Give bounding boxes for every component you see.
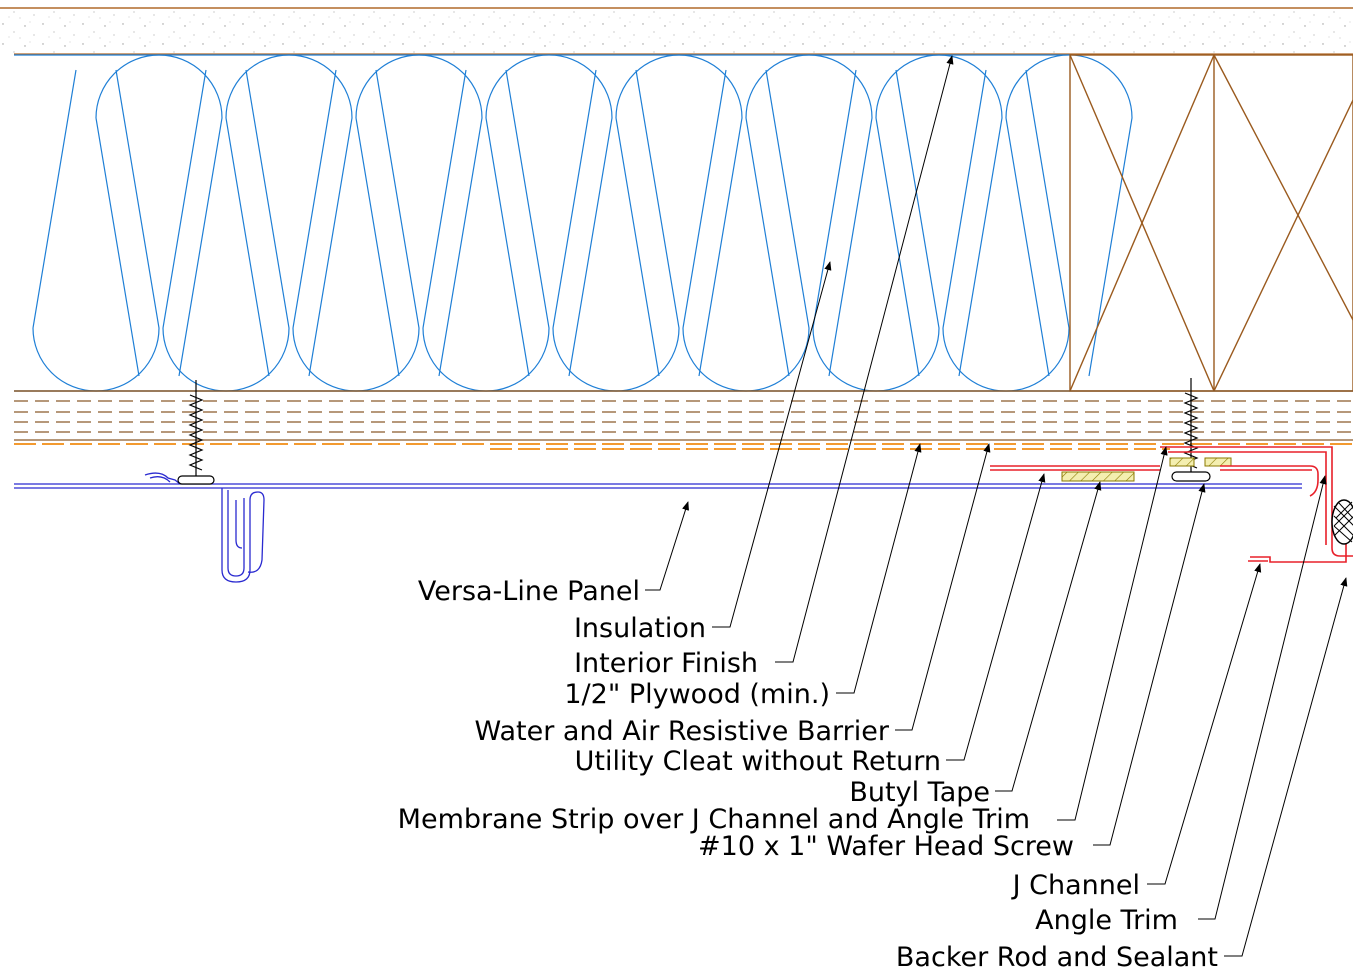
label-screw: #10 x 1" Wafer Head Screw (698, 831, 1074, 862)
trim-assembly (990, 446, 1353, 563)
insulation-loop-top (95, 54, 223, 377)
butyl-tape-3 (1169, 457, 1195, 467)
wood-stud (1069, 54, 1353, 392)
label-butyl-tape: Butyl Tape (849, 777, 990, 808)
label-interior-finish: Interior Finish (574, 648, 758, 679)
wrb-layer (14, 443, 1353, 450)
insulation-loop-top (485, 54, 613, 377)
interior-finish-layer (0, 7, 1353, 55)
butyl-tape-1 (1061, 471, 1135, 482)
label-membrane-strip: Membrane Strip over J Channel and Angle … (398, 804, 1030, 835)
label-versa-line-panel: Versa-Line Panel (418, 576, 640, 607)
screw-left (177, 380, 215, 485)
insulation-batt (14, 54, 1133, 392)
label-j-channel: J Channel (1011, 870, 1140, 901)
label-wrb: Water and Air Resistive Barrier (475, 716, 890, 747)
insulation-loop-top (225, 54, 353, 377)
plywood-sheathing (14, 390, 1353, 441)
label-insulation: Insulation (574, 613, 706, 644)
versa-line-panel (14, 472, 1302, 583)
label-backer-rod: Backer Rod and Sealant (896, 942, 1218, 973)
label-plywood: 1/2" Plywood (min.) (564, 679, 830, 710)
insulation-loop-top (745, 54, 873, 377)
insulation-loop-top (615, 54, 743, 377)
insulation-loop-top (875, 54, 1003, 377)
screw-right (1171, 378, 1211, 482)
leader-lines (645, 55, 1348, 957)
label-utility-cleat: Utility Cleat without Return (575, 746, 941, 777)
callout-labels: Versa-Line Panel Insulation Interior Fin… (398, 576, 1218, 973)
butyl-tape-2 (1204, 457, 1232, 467)
insulation-loop-top (355, 54, 483, 377)
label-angle-trim: Angle Trim (1035, 905, 1178, 936)
